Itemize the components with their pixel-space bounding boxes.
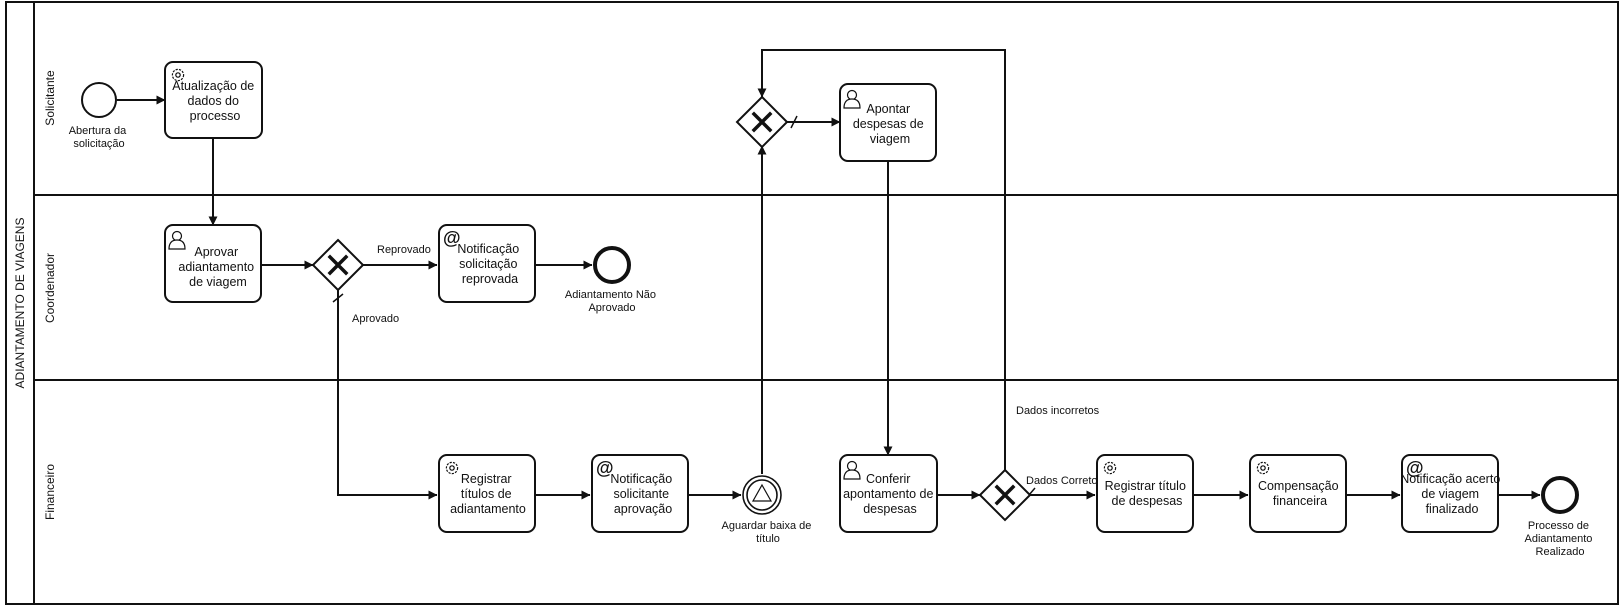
default-flow-slash	[332, 293, 344, 303]
end-event-realizado[interactable]	[1541, 476, 1579, 514]
lane-financeiro: Financeiro	[43, 464, 57, 520]
svg-text:Apontar despesas de: Apontar despesas de viagem	[853, 102, 927, 146]
task-notificacao-reprovada[interactable]: @ Notificação solicitação reprovada	[438, 224, 536, 303]
gear-icon	[1256, 461, 1270, 475]
default-flow-slash-top	[790, 115, 798, 129]
flow-aprovado	[337, 290, 438, 500]
intermediate-event-baixa[interactable]	[742, 475, 782, 515]
exclusive-gateway-aprovacao[interactable]	[311, 238, 365, 292]
sequence-flows	[117, 49, 1541, 503]
lane-label-coordenador: Coordenador	[43, 253, 57, 323]
flow-label-dados-incorretos: Dados incorretos	[1016, 405, 1100, 417]
intermediate-event-baixa-label: Aguardar baixa de título	[722, 520, 815, 545]
pool: ADIANTAMENTO DE VIAGENS	[5, 1, 1619, 605]
flow-dados-incorretos	[757, 49, 1006, 470]
pool-label: ADIANTAMENTO DE VIAGENS	[13, 218, 27, 389]
flow-label-dados-corretos: Dados Corretos	[1026, 475, 1104, 487]
svg-text:Atualização de dados do: Atualização de dados do processo	[172, 79, 258, 123]
svg-text:Registrar títulos de: Registrar títulos de adiantamento	[450, 472, 526, 516]
lane-label-financeiro: Financeiro	[43, 464, 57, 520]
task-compensacao-financeira[interactable]: Compensação financeira	[1249, 454, 1347, 533]
svg-text:Notificação solicitação: Notificação solicitação reprovada	[457, 242, 522, 286]
task-notificacao-aprovacao[interactable]: @ Notificação solicitante aprovação	[591, 454, 689, 533]
flow-label-aprovado: Aprovado	[352, 313, 399, 325]
at-icon: @	[443, 228, 461, 248]
task-notificacao-acerto[interactable]: @ Notificação acerto de viagem finalizad…	[1400, 454, 1504, 533]
user-icon	[843, 89, 861, 109]
task-apontar-despesas[interactable]: Apontar despesas de viagem	[839, 83, 937, 162]
end-event-nao-aprovado-label: Adiantamento Não Aprovado	[565, 289, 659, 314]
lane-label-solicitante: Solicitante	[43, 70, 57, 126]
signal-icon	[751, 483, 773, 502]
svg-text:Compensação financeira: Compensação financeira	[1258, 479, 1342, 508]
svg-text:Registrar título de desp: Registrar título de despesas	[1105, 479, 1190, 508]
end-event-realizado-label: Processo de Adiantamento Realizado	[1525, 520, 1596, 558]
svg-text:Conferir apontamento de: Conferir apontamento de despesas	[843, 472, 937, 516]
svg-text:Aprovar adiantamento: Aprovar adiantamento de viagem	[178, 245, 257, 289]
exclusive-gateway-apontar[interactable]	[735, 95, 789, 149]
start-event-label: Abertura da solicitação	[69, 125, 130, 150]
user-icon	[168, 230, 186, 250]
task-conferir-apontamento[interactable]: Conferir apontamento de despesas	[839, 454, 938, 533]
start-event[interactable]	[81, 82, 117, 118]
svg-text:Notificação acerto de vi: Notificação acerto de viagem finalizado	[1400, 472, 1504, 516]
exclusive-gateway-conferencia[interactable]	[978, 468, 1032, 522]
flow-label-reprovado: Reprovado	[377, 244, 431, 256]
task-registrar-titulo-despesas[interactable]: Registrar título de despesas	[1096, 454, 1194, 533]
lane-solicitante: Solicitante	[34, 70, 1618, 196]
at-icon: @	[596, 458, 614, 478]
user-icon	[843, 460, 861, 480]
lane-coordenador: Coordenador	[34, 253, 1618, 381]
end-event-nao-aprovado[interactable]	[593, 246, 631, 284]
gear-icon	[1103, 461, 1117, 475]
task-registrar-titulos[interactable]: Registrar títulos de adiantamento	[438, 454, 536, 533]
svg-text:Notificação solicitante: Notificação solicitante aprovação	[610, 472, 675, 516]
task-atualizacao-dados[interactable]: Atualização de dados do processo	[164, 61, 263, 139]
task-aprovar-adiantamento[interactable]: Aprovar adiantamento de viagem	[164, 224, 262, 303]
gear-icon	[445, 461, 459, 475]
at-icon: @	[1406, 458, 1424, 478]
